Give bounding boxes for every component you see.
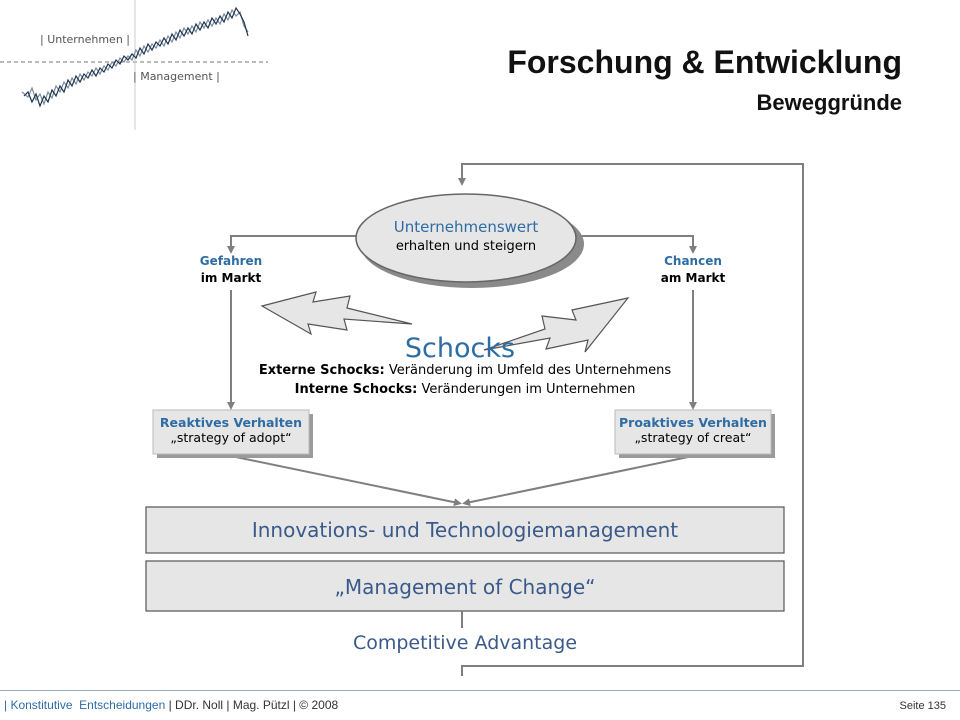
change-bar	[145, 560, 785, 612]
logo-bottom-label: | Management |	[133, 70, 220, 83]
arrow-to-gefahren	[227, 235, 358, 254]
chancen-line2: am Markt	[660, 271, 726, 285]
external-schocks-line: Externe Schocks: Veränderung im Umfeld d…	[200, 363, 730, 378]
page-title: Forschung & Entwicklung	[507, 44, 902, 80]
schocks-title: Schocks	[404, 333, 516, 364]
arrow-proaktiv-to-bar	[462, 455, 694, 507]
internal-schocks-line: Interne Schocks: Veränderungen im Untern…	[200, 382, 730, 397]
arrow-reaktiv-to-bar	[230, 455, 462, 507]
stock-chart-logo-icon	[0, 0, 268, 130]
gefahren-label: Gefahren im Markt	[181, 253, 281, 287]
gefahren-line1: Gefahren	[199, 254, 263, 268]
right-lightning-icon	[483, 297, 630, 353]
proaktiv-label: Proaktives Verhalten „strategy of creat“	[615, 415, 771, 445]
reaktiv-box	[152, 409, 310, 455]
oval-line1: Unternehmenswert	[393, 218, 539, 236]
footer-section: Konstitutive	[10, 698, 73, 712]
innovation-bar-label: Innovations- und Technologiemanagement	[251, 518, 679, 542]
reaktiv-line1: Reaktives Verhalten	[159, 415, 303, 430]
arrow-to-chancen	[575, 235, 697, 254]
external-schocks-text: Veränderung im Umfeld des Unternehmens	[384, 363, 672, 378]
gefahren-line2: im Markt	[200, 271, 262, 285]
proaktiv-line2: „strategy of creat“	[634, 430, 752, 445]
change-bar-label: „Management of Change“	[334, 575, 596, 599]
footer-authors: | DDr. Noll | Mag. Pützl | © 2008	[168, 698, 339, 712]
chancen-label: Chancen am Markt	[643, 253, 743, 287]
footer-section2: Entscheidungen	[79, 698, 166, 712]
internal-schocks-key: Interne Schocks:	[294, 382, 418, 397]
internal-schocks-text: Veränderungen im Unternehmen	[417, 382, 636, 397]
logo: | Unternehmen | | Management |	[0, 0, 270, 135]
page-number: Seite 135	[899, 700, 946, 712]
competitive-advantage-label: Competitive Advantage	[352, 632, 578, 654]
page-subtitle: Beweggründe	[756, 90, 902, 115]
feedback-loop-arrow	[458, 163, 804, 676]
left-lightning-icon	[260, 291, 413, 336]
reaktiv-label: Reaktives Verhalten „strategy of adopt“	[153, 415, 309, 445]
proaktiv-line1: Proaktives Verhalten	[619, 415, 767, 430]
logo-top-label: | Unternehmen |	[40, 33, 131, 46]
chancen-line1: Chancen	[664, 254, 722, 268]
oval-line2: erhalten und steigern	[395, 239, 537, 254]
unternehmenswert-oval	[355, 193, 577, 283]
innovation-bar	[145, 506, 785, 554]
footer-divider	[0, 690, 960, 691]
reaktiv-line2: „strategy of adopt“	[170, 430, 292, 445]
footer-left: | Konstitutive Entscheidungen | DDr. Nol…	[4, 698, 339, 712]
external-schocks-key: Externe Schocks:	[258, 363, 385, 378]
proaktiv-box	[614, 409, 772, 455]
